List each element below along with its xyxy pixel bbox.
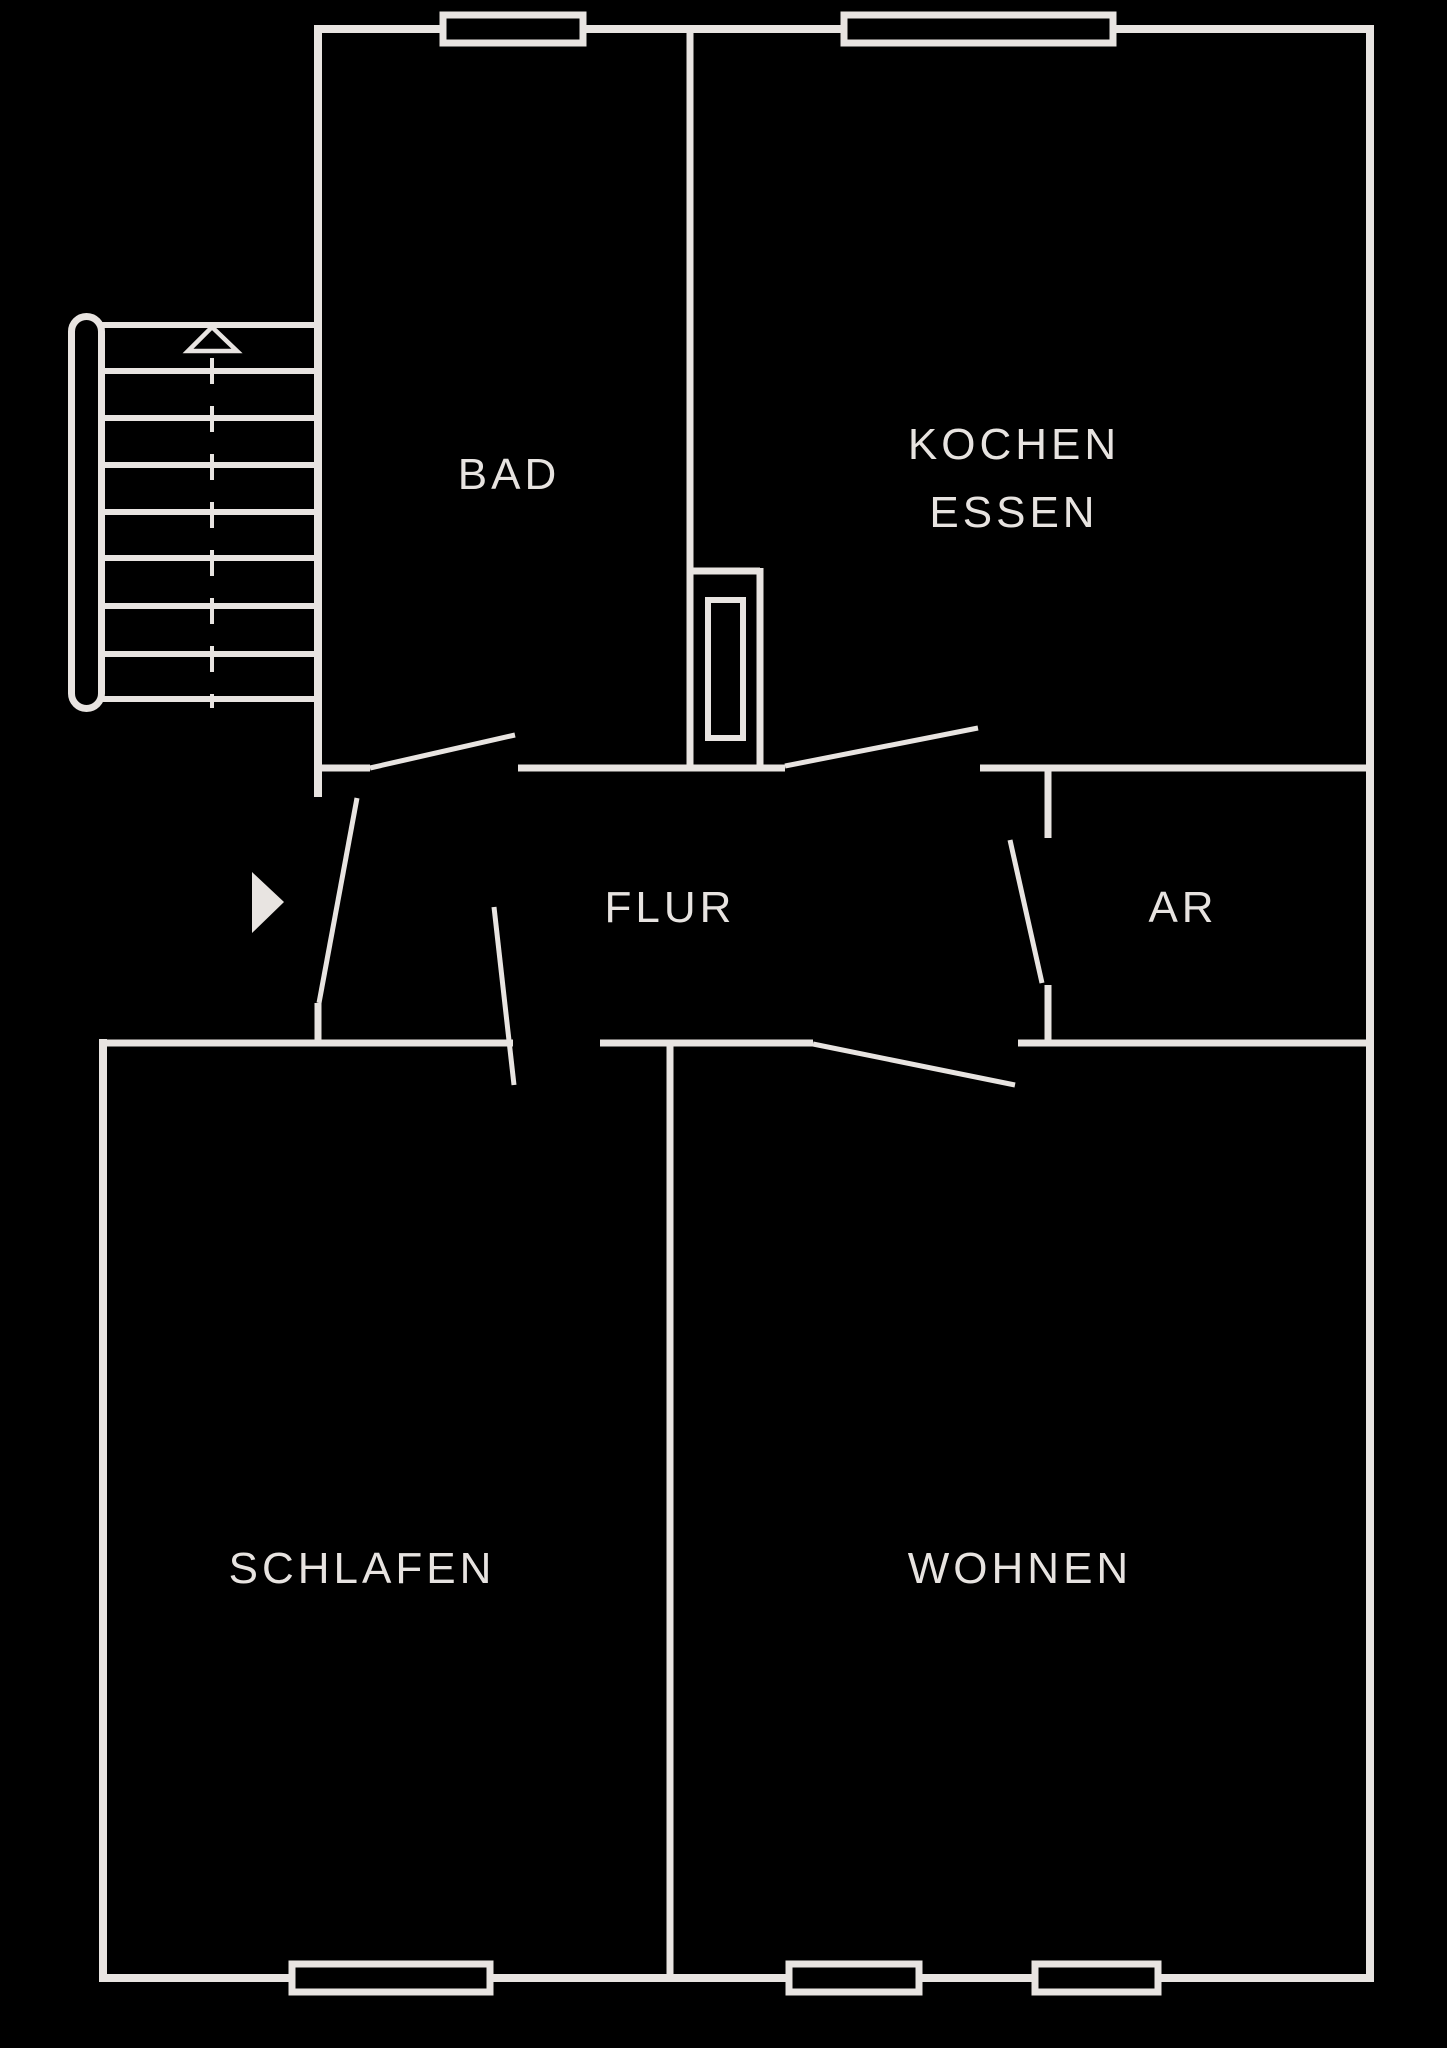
door-leaf-wohnen bbox=[812, 1041, 1016, 1088]
door-leaf-ar bbox=[1007, 839, 1045, 984]
room-label-flur: FLUR bbox=[605, 883, 736, 932]
window-top-bad bbox=[439, 11, 587, 47]
doors-group bbox=[316, 725, 1045, 1088]
room-label-kochen: KOCHEN bbox=[908, 420, 1120, 469]
window-bottom-wohnen-left bbox=[785, 1960, 923, 1996]
entrance-arrow-group bbox=[252, 872, 284, 933]
room-label-essen: ESSEN bbox=[929, 488, 1098, 537]
entrance-arrow-icon bbox=[252, 872, 284, 933]
room-label-wohnen: WOHNEN bbox=[908, 1544, 1132, 1593]
room-label-bad: BAD bbox=[458, 450, 560, 499]
walls-group bbox=[99, 11, 1374, 1996]
door-leaf-kochen bbox=[784, 725, 979, 769]
stair-handrail bbox=[68, 313, 105, 712]
stairs-group bbox=[68, 313, 314, 712]
window-top-kochen bbox=[840, 11, 1117, 47]
door-leaf-entrance bbox=[316, 797, 360, 1004]
door-leaf-bad bbox=[369, 732, 516, 771]
room-label-ar: AR bbox=[1148, 883, 1217, 932]
room-labels-group: BAD KOCHEN ESSEN FLUR AR SCHLAFEN WOHNEN bbox=[229, 420, 1217, 1593]
window-bottom-wohnen-right bbox=[1031, 1960, 1162, 1996]
door-leaf-schlafen bbox=[491, 906, 517, 1086]
room-label-schlafen: SCHLAFEN bbox=[229, 1544, 496, 1593]
stair-direction-arrow-icon bbox=[182, 323, 243, 354]
shaft-inner bbox=[705, 597, 746, 741]
window-bottom-schlafen bbox=[288, 1960, 494, 1996]
